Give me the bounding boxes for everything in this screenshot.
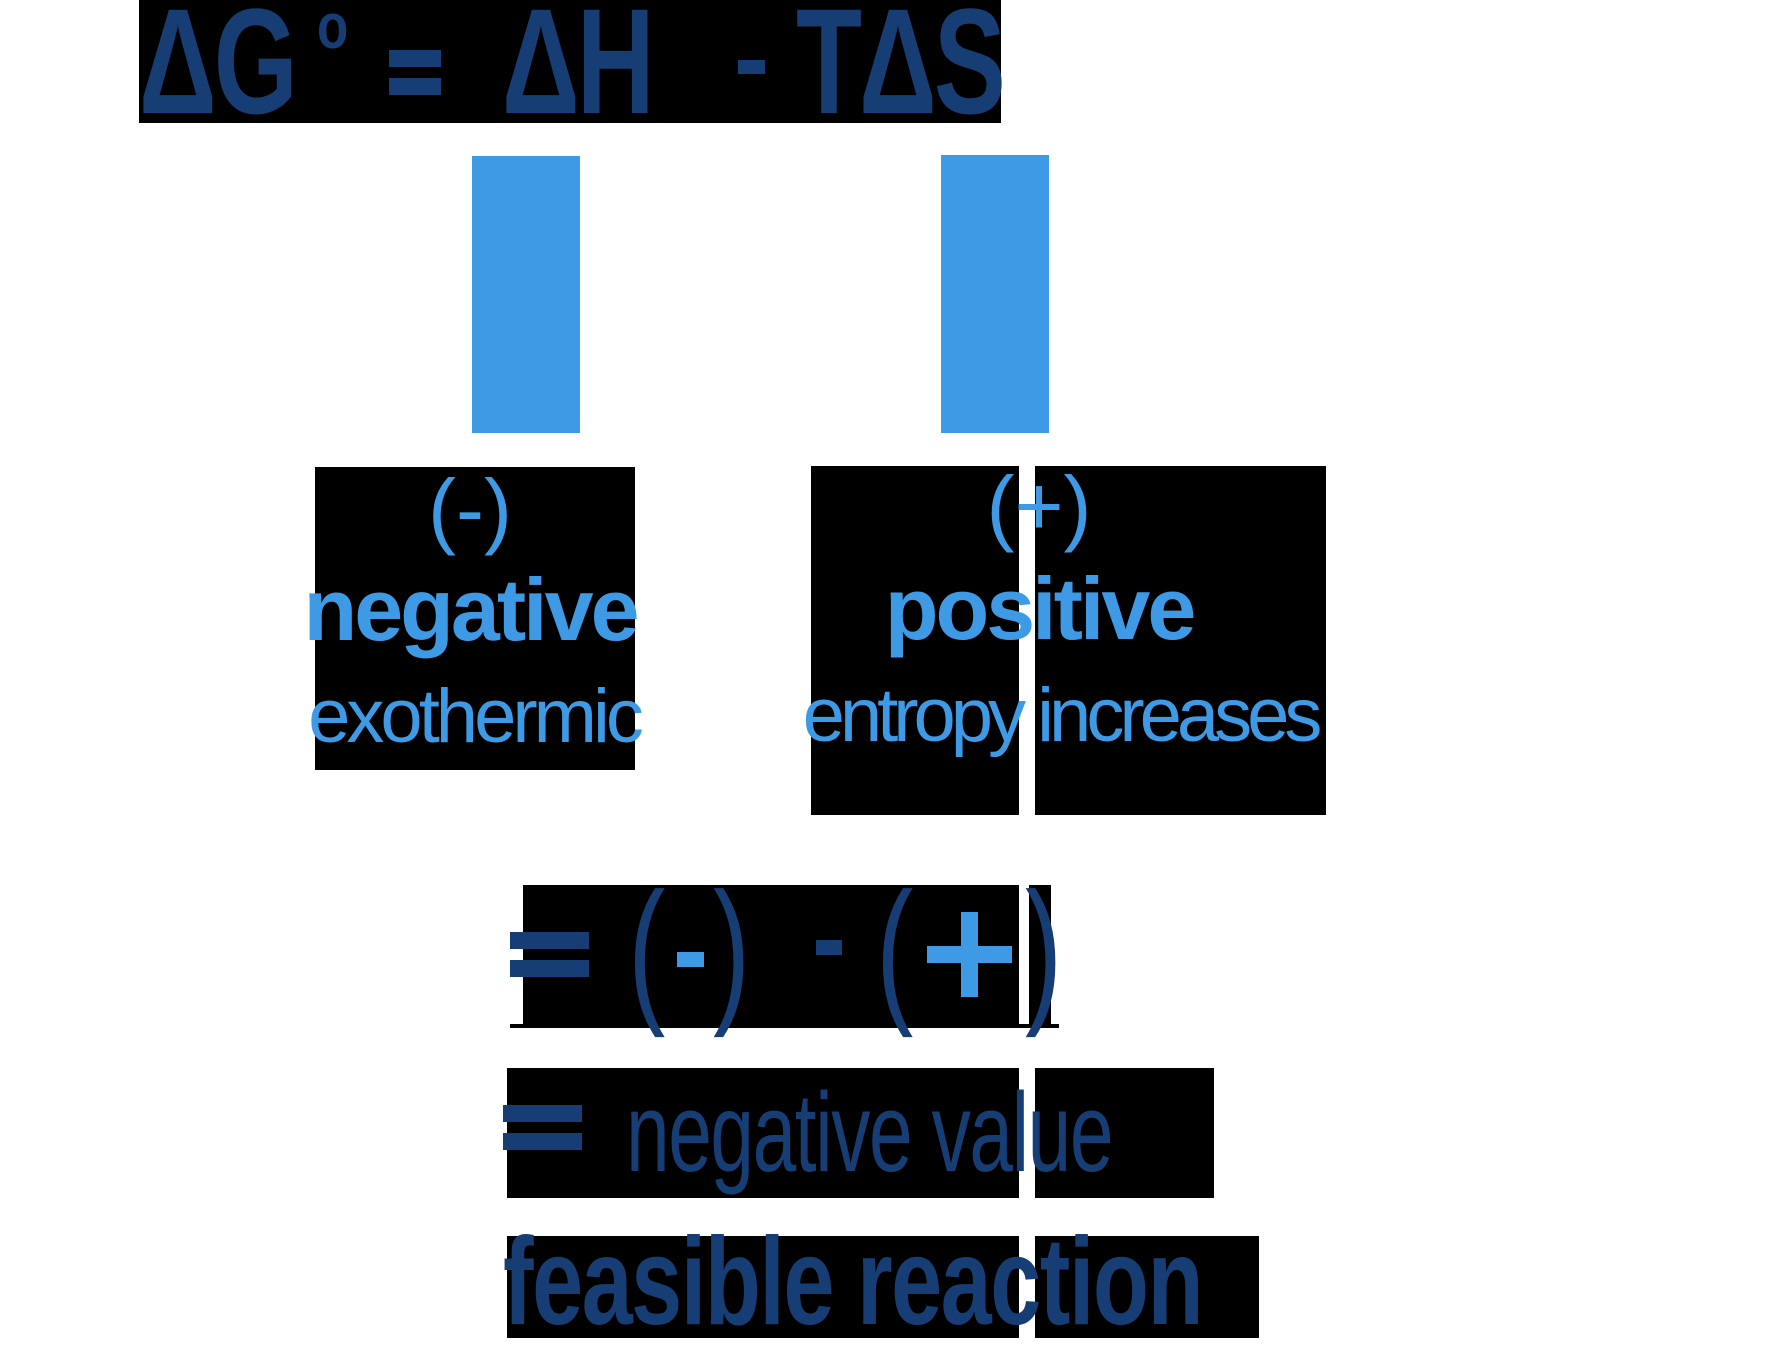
- substitution-underline: [510, 1024, 1059, 1028]
- entropy-label: (+) positive entropy increases: [790, 459, 1350, 816]
- entropy-sign-label: positive: [884, 559, 1197, 658]
- substitution-close-paren-1: ): [713, 859, 751, 1038]
- entropy-sign: (+): [986, 459, 1092, 553]
- entropy-meaning: entropy increases: [802, 673, 1323, 758]
- result-value-row: negative value: [500, 1060, 1220, 1210]
- degree-superscript: o: [317, 0, 349, 62]
- result-value-box-right: [1035, 1068, 1214, 1198]
- result-value-text: negative value: [626, 1070, 1113, 1195]
- substitution-box-tail: [1029, 885, 1051, 1028]
- substitution-equals-bottom: [510, 960, 589, 977]
- substitution-expression: ( ) ( ): [500, 864, 1080, 1034]
- entropy-label-box-left: [811, 466, 1019, 815]
- result-equals-top: [503, 1105, 582, 1122]
- enthalpy-sign: (-): [428, 462, 512, 556]
- enthalpy-sign-label: negative: [303, 560, 639, 659]
- enthalpy-connector-bar: [472, 156, 580, 433]
- substitution-minus-sign: [677, 952, 704, 967]
- title-minus-sign: [738, 60, 765, 74]
- conclusion-box-left: [507, 1236, 1019, 1338]
- enthalpy-label: (-) negative exothermic: [300, 462, 660, 787]
- substitution-equals-top: [510, 932, 589, 949]
- title-equals-bar-top: [389, 50, 441, 67]
- conclusion-box-right: [1035, 1236, 1259, 1338]
- title-equation-box: [139, 0, 1001, 123]
- substitution-operator-minus: [816, 940, 842, 955]
- result-equals-bottom: [503, 1133, 582, 1150]
- delta-g-term: ΔG: [139, 0, 298, 145]
- substitution-close-paren-2: ): [1025, 859, 1063, 1038]
- title-equation: ΔG o ΔH TΔS: [139, 0, 1006, 136]
- enthalpy-meaning: exothermic: [308, 674, 644, 759]
- delta-h-term: ΔH: [502, 0, 655, 145]
- enthalpy-label-box: [315, 467, 635, 770]
- substitution-open-paren-2: (: [876, 859, 914, 1038]
- conclusion-text: feasible reaction: [503, 1213, 1204, 1351]
- substitution-open-paren-1: (: [628, 859, 666, 1038]
- title-equals-bar-bottom: [389, 78, 441, 95]
- entropy-label-box-right: [1035, 466, 1326, 815]
- t-delta-s-term: TΔS: [796, 0, 1006, 145]
- substitution-plus-vertical: [961, 912, 978, 997]
- result-value-box-left: [507, 1068, 1019, 1198]
- entropy-connector-bar: [941, 155, 1049, 433]
